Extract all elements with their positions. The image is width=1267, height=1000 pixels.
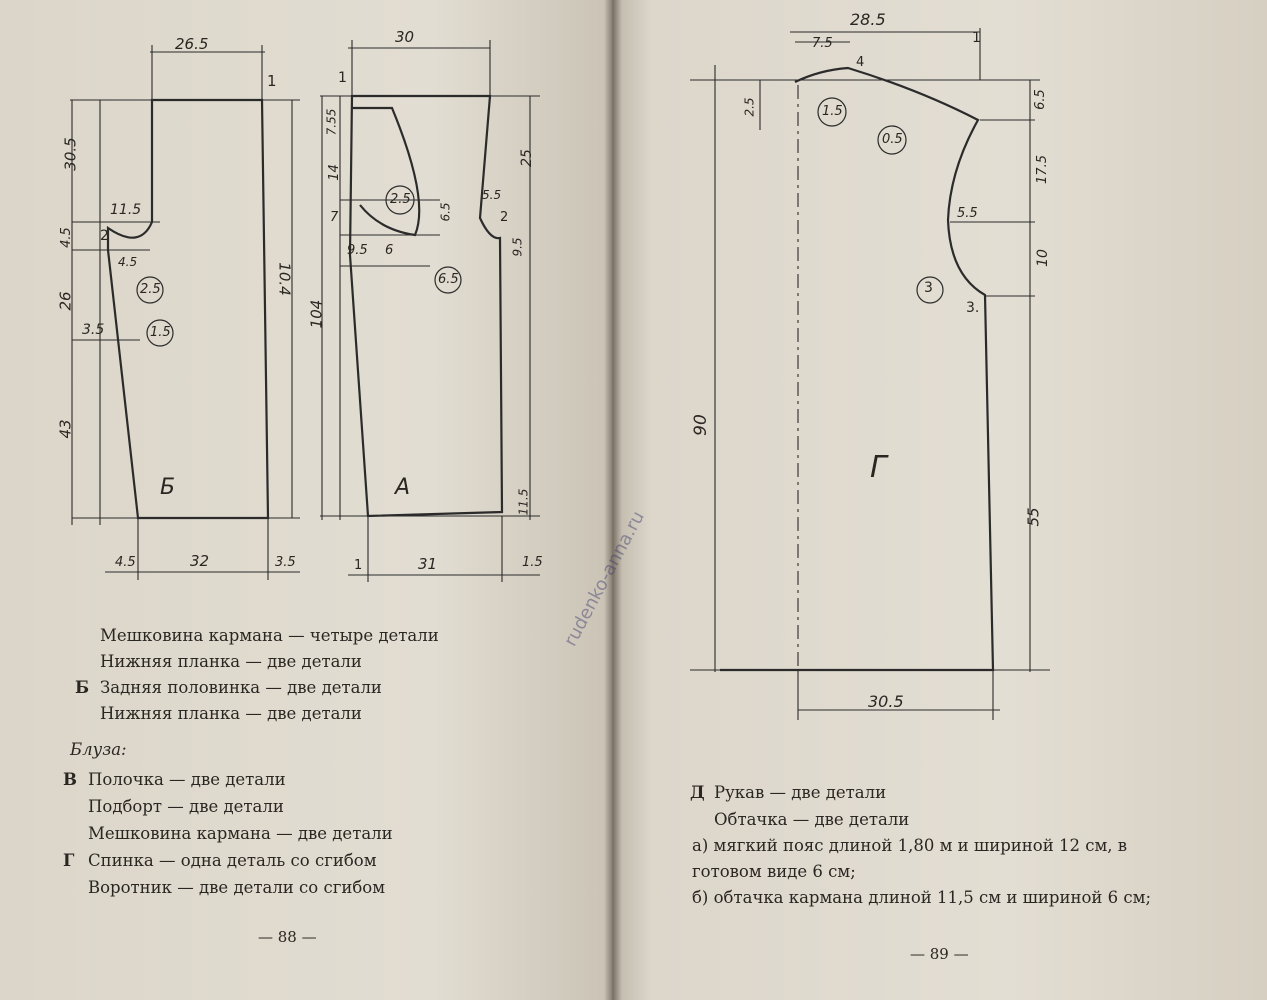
dim-label: 1.5 [150,325,171,340]
dim-label: 3. [966,300,980,316]
dim-label: 7.55 [324,108,339,136]
dim-label: 4.5 [118,255,138,269]
dim-label: 5.5 [482,188,502,202]
dim-label: 0.5 [882,132,903,147]
dim-label: 2.5 [140,282,161,297]
dim-label: 9.5 [347,243,368,258]
dim-label: 1 [972,30,981,46]
dim-label: 6.5 [438,202,453,222]
dim-label: 1 [267,72,277,90]
dim-label: 4.5 [115,555,136,570]
pattern-a-pocket [352,106,421,237]
dim-label: 6.5 [1032,89,1048,110]
dim-label: 32 [190,552,210,570]
dim-label: 2 [500,210,509,225]
dim-label: 3.5 [275,555,296,570]
pattern-a-outline [348,94,504,518]
page-number: — 89 — [910,945,969,963]
pattern-b-label: Б [160,475,176,500]
pattern-g-label: Г [870,450,887,485]
dim-label: 30 [395,28,415,46]
dim-label: 28.5 [850,10,886,29]
pattern-b-outline [106,98,270,520]
dim-label: 25 [518,149,535,167]
list-item: Нижняя планка — две детали [100,652,362,671]
dim-label: 10 [1034,249,1051,267]
dim-label: 1.5 [522,555,543,570]
dim-label: 11.5 [516,488,531,516]
dim-label: 30.5 [61,137,80,171]
dim-label: 1.5 [822,104,843,119]
dim-label: 3.5 [82,322,105,338]
list-item: Подборт — две детали [88,797,284,816]
page-number: — 88 — [258,928,317,946]
dim-label: 6.5 [438,272,459,287]
left-page [0,0,618,1000]
dim-label: 5.5 [957,206,978,221]
dim-label: 2.5 [390,192,411,207]
list-item: Нижняя планка — две детали [100,704,362,723]
dim-label: 2 [100,228,109,244]
dim-label: 55 [1024,507,1043,527]
pattern-g-outline [720,66,995,672]
list-item: готовом виде 6 см; [692,862,856,881]
dim-label: 4.5 [58,227,74,248]
dim-label: 104 [307,299,326,329]
dim-label: 26.5 [175,35,209,53]
list-item: б) обтачка кармана длиной 11,5 см и шири… [692,888,1152,907]
dim-label: 2.5 [742,97,757,117]
list-item: Мешковина кармана — две детали [88,824,393,843]
dim-label: 3 [924,280,933,296]
dim-label: 9.5 [510,237,525,257]
pattern-a-label: А [395,475,411,500]
dim-label: 6 [385,243,394,258]
list-item: Мешковина кармана — четыре детали [100,626,439,645]
list-item: Обтачка — две детали [714,810,910,829]
right-page [612,0,1267,1000]
dim-label: 17.5 [1034,155,1050,184]
dim-label: 10.4 [275,262,294,296]
dim-label: 26 [56,291,75,311]
dim-label: 90 [690,414,711,436]
dim-label: 43 [56,419,75,439]
dim-label: 11.5 [110,202,142,218]
dim-label: 4 [856,55,865,70]
list-item: Воротник — две детали со сгибом [88,878,386,897]
dim-label: 14 [326,164,342,181]
dim-label: 7.5 [812,36,833,51]
section-heading: Блуза: [70,740,127,759]
dim-label: 1 [338,70,347,86]
dim-label: 30.5 [868,692,904,711]
dim-label: 31 [418,555,438,573]
dim-label: 1 [354,558,363,573]
list-item: а) мягкий пояс длиной 1,80 м и шириной 1… [692,836,1128,855]
dim-label: 7 [330,210,339,225]
book-spine [604,0,622,1000]
